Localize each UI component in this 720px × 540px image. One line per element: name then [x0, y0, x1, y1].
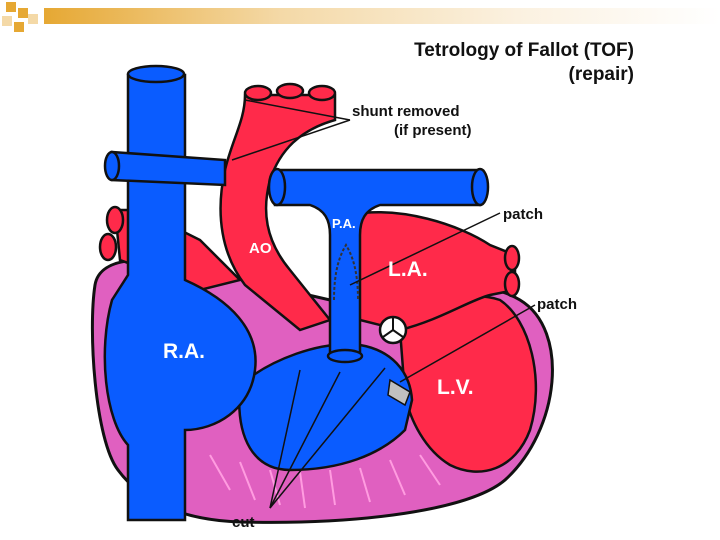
right-ventricle: [238, 343, 414, 472]
pulmonary-artery-left-branch: [110, 150, 227, 187]
diagram-title: Tetrology of Fallot (TOF): [414, 40, 634, 61]
pa-patch: [333, 243, 359, 301]
diagram-subtitle: (repair): [568, 64, 634, 85]
callout-lines: [231, 99, 536, 509]
lv-label: L.V.: [437, 376, 474, 399]
right-atrium: [103, 73, 257, 522]
cut-label: cut: [232, 514, 255, 531]
ra-label: R.A.: [163, 340, 205, 363]
patch-lower-label: patch: [537, 296, 578, 313]
pa-label: P.A.: [332, 216, 356, 231]
shunt-label-note: (if present): [394, 122, 472, 139]
patch-upper-label: patch: [503, 206, 544, 223]
la-label: L.A.: [388, 258, 428, 281]
slide-corner-decoration: [2, 2, 38, 32]
slide-header-bar: [44, 8, 720, 24]
shunt-label: shunt removed: [352, 103, 460, 120]
ao-label: AO: [249, 240, 272, 257]
vsd-patch: [387, 378, 411, 407]
aortic-valve: [378, 315, 408, 345]
